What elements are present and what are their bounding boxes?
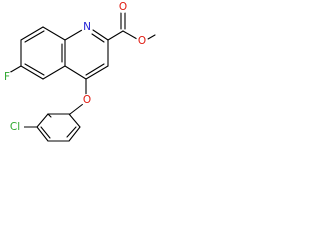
bond (107, 30, 124, 41)
methoxy-oxygen-label: O (138, 35, 146, 47)
bond (147, 34, 156, 40)
bond (85, 65, 109, 80)
bond (40, 126, 51, 139)
bond (8, 65, 22, 74)
bond (69, 103, 84, 115)
bond (36, 126, 49, 142)
molecule-structure: N O O O F Cl (1, 1, 156, 142)
bond (85, 63, 105, 76)
bond (20, 26, 44, 41)
bond (42, 65, 66, 80)
bond-lines (8, 9, 156, 142)
chlorine-label: Cl (10, 121, 20, 133)
ether-oxygen-label: O (83, 94, 91, 106)
methoxy-oxygen-atom: O (136, 35, 148, 47)
carbonyl-oxygen-label: O (119, 1, 127, 13)
bond (24, 30, 45, 43)
bond (24, 63, 45, 76)
bond (68, 113, 81, 128)
bond (122, 30, 138, 40)
fluorine-atom: F (1, 71, 13, 83)
bond (66, 126, 77, 138)
bond (36, 113, 49, 128)
bond (42, 26, 66, 41)
bond (91, 33, 105, 43)
bond (92, 29, 109, 41)
nitrogen-label: N (83, 21, 91, 33)
chlorine-atom: Cl (6, 120, 24, 134)
bond (64, 65, 87, 80)
ether-oxygen-atom: O (81, 94, 93, 106)
bond (47, 113, 52, 118)
carbonyl-oxygen-atom: O (117, 1, 129, 13)
fluorine-label: F (4, 71, 10, 83)
bond (20, 65, 44, 80)
nitrogen-atom: N (81, 21, 93, 33)
atom-labels: N O O O F Cl (1, 1, 148, 134)
bond (64, 29, 83, 41)
bond (68, 126, 81, 142)
